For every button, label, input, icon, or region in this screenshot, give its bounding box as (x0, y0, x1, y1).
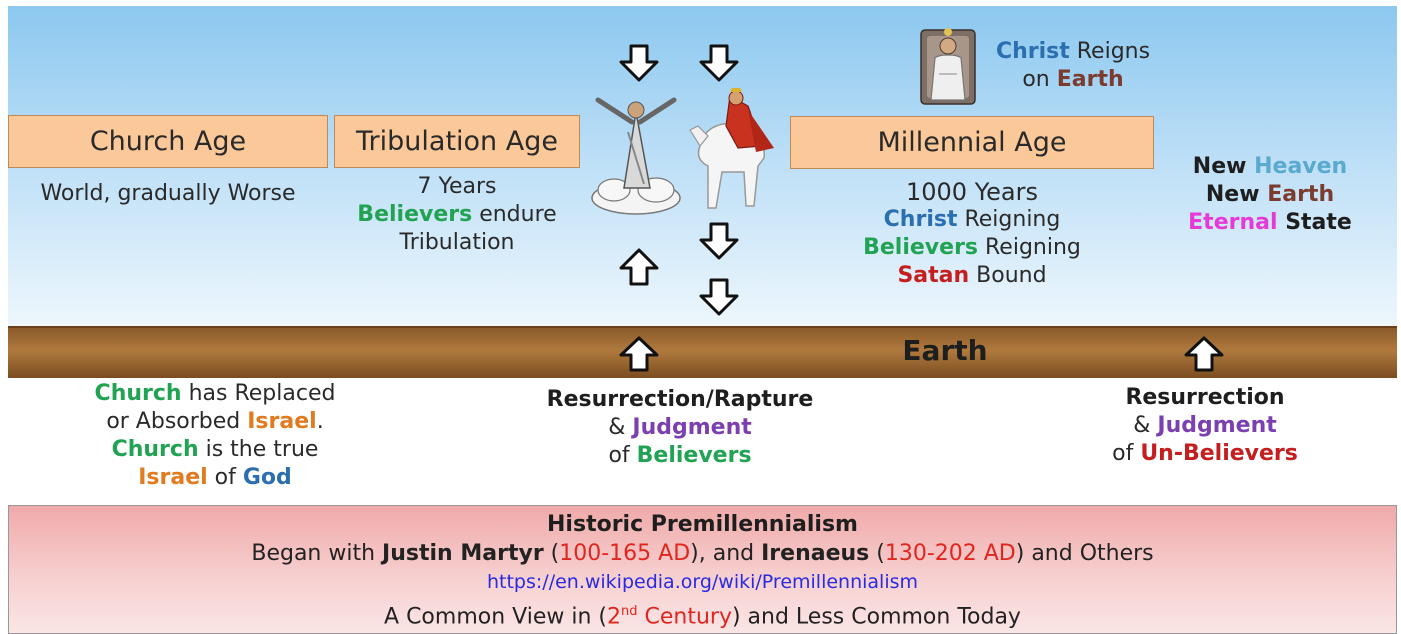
tribulation-years: 7 Years (417, 174, 497, 199)
millennial-christ-line: Christ Reigning (883, 207, 1061, 232)
final-judgment-line-3: of Un-Believers (1112, 441, 1298, 466)
earth-label: Earth (902, 334, 988, 367)
millennial-believers-line: Believers Reigning (863, 235, 1081, 260)
millennial-years: 1000 Years (905, 178, 1039, 206)
arrow-down-icon (619, 44, 659, 82)
eternal-state-description: New Heaven New Earth Eternal State (1160, 153, 1380, 237)
rider-white-horse-figure (689, 88, 774, 209)
new-heaven-line: New Heaven (1192, 154, 1348, 179)
israel-note-line-4: Israel of God (138, 465, 292, 490)
arrow-down-icon (699, 278, 739, 316)
israel-note-line-2: or Absorbed Israel. (106, 409, 324, 434)
rapture-title: Resurrection/Rapture (546, 387, 814, 412)
eternal-state-line: Eternal State (1188, 210, 1352, 235)
arrow-up-icon (1184, 336, 1224, 372)
christ-reigns-caption: Christ Reigns on Earth (980, 38, 1166, 94)
banner-origin-line: Began with Justin Martyr (100-165 AD), a… (251, 541, 1154, 566)
caption-line-1: Christ Reigns (995, 39, 1151, 64)
rapture-line-2: & Judgment (608, 415, 752, 440)
banner-common-view-line: A Common View in (2nd Century) and Less … (384, 604, 1021, 630)
final-judgment-line-2: & Judgment (1133, 413, 1277, 438)
premillennialism-banner: Historic Premillennialism Began with Jus… (8, 505, 1397, 634)
final-judgment-title: Resurrection (1125, 385, 1285, 410)
church-age-box: Church Age (8, 115, 328, 168)
tribulation-age-box: Tribulation Age (334, 115, 580, 168)
tribulation-believers-line: Believers endure (357, 202, 557, 227)
israel-note-line-3: Church is the true (111, 437, 319, 462)
tribulation-age-description: 7 Years Believers endure Tribulation (334, 173, 580, 257)
arrow-up-icon (619, 336, 659, 372)
israel-note-line-1: Church has Replaced (94, 381, 336, 406)
arrow-down-icon (699, 222, 739, 260)
final-judgment-note: Resurrection & Judgment of Un-Believers (1090, 384, 1320, 468)
banner-title: Historic Premillennialism (547, 512, 858, 537)
wikipedia-link[interactable]: https://en.wikipedia.org/wiki/Premillenn… (486, 571, 919, 593)
rapture-judgment-note: Resurrection/Rapture & Judgment of Belie… (540, 386, 820, 470)
tribulation-word: Tribulation (399, 230, 515, 255)
israel-replacement-note: Church has Replaced or Absorbed Israel. … (80, 380, 350, 492)
new-earth-line: New Earth (1205, 182, 1335, 207)
millennial-age-box: Millennial Age (790, 116, 1154, 169)
church-age-description: World, gradually Worse (40, 181, 296, 206)
rapture-line-3: of Believers (608, 443, 752, 468)
caption-line-2: on Earth (1022, 67, 1124, 92)
arrow-down-icon (699, 44, 739, 82)
millennial-age-description: 1000 Years Christ Reigning Believers Rei… (790, 178, 1154, 290)
arrow-up-icon (619, 248, 659, 286)
christ-ascending-figure (591, 97, 681, 215)
christ-enthroned-figure (920, 28, 976, 105)
millennial-satan-line: Satan Bound (897, 263, 1047, 288)
earth-band (8, 326, 1397, 378)
